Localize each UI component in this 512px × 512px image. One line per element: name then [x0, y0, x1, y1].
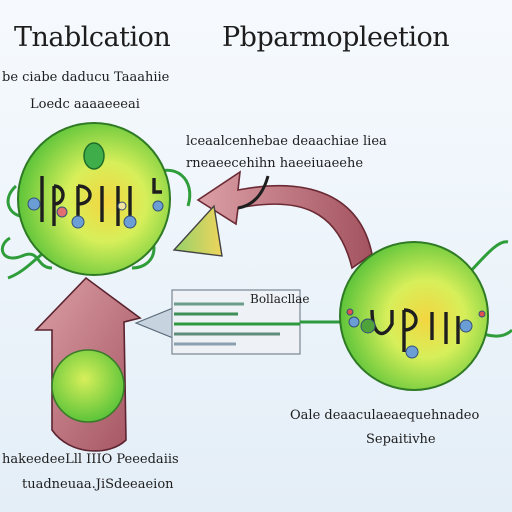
left-cell-dots — [27, 197, 164, 229]
label-bottom-right-line-2: Sepaitivhe — [366, 432, 436, 447]
small-cell — [51, 349, 125, 423]
label-top-left-line-2: Loedc aaaaeeeai — [30, 97, 140, 112]
title-right: Pbparmopleetion — [222, 22, 450, 53]
left-cell-organelle — [83, 142, 105, 170]
right-cell-dots — [346, 308, 486, 359]
label-middle-box: Bollacllae — [250, 292, 310, 306]
label-top-center-line-1: lceaalcenhebae deaachiae liea — [186, 134, 387, 149]
mid-box-lines — [174, 302, 300, 346]
left-cell — [17, 122, 171, 276]
label-top-center-line-2: rneaeecehihn haeeiuaeehe — [186, 156, 364, 171]
label-bottom-left-line-1: hakeedeeLll IIIO Peeedaiis — [2, 452, 179, 467]
right-cell-genes — [370, 308, 460, 352]
left-cell-genes — [40, 176, 162, 226]
title-left: Tnablcation — [14, 22, 171, 53]
label-top-left-line-1: be ciabe daducu Taaahiie — [2, 70, 170, 85]
label-bottom-right-line-1: Oale deaaculaeaequehnadeo — [290, 408, 480, 423]
leader-line — [237, 175, 270, 210]
label-bottom-left-line-2: tuadneuaa.JiSdeeaeion — [22, 477, 174, 492]
curved-arrow-triangle — [172, 204, 223, 257]
curved-arrow — [196, 170, 373, 270]
